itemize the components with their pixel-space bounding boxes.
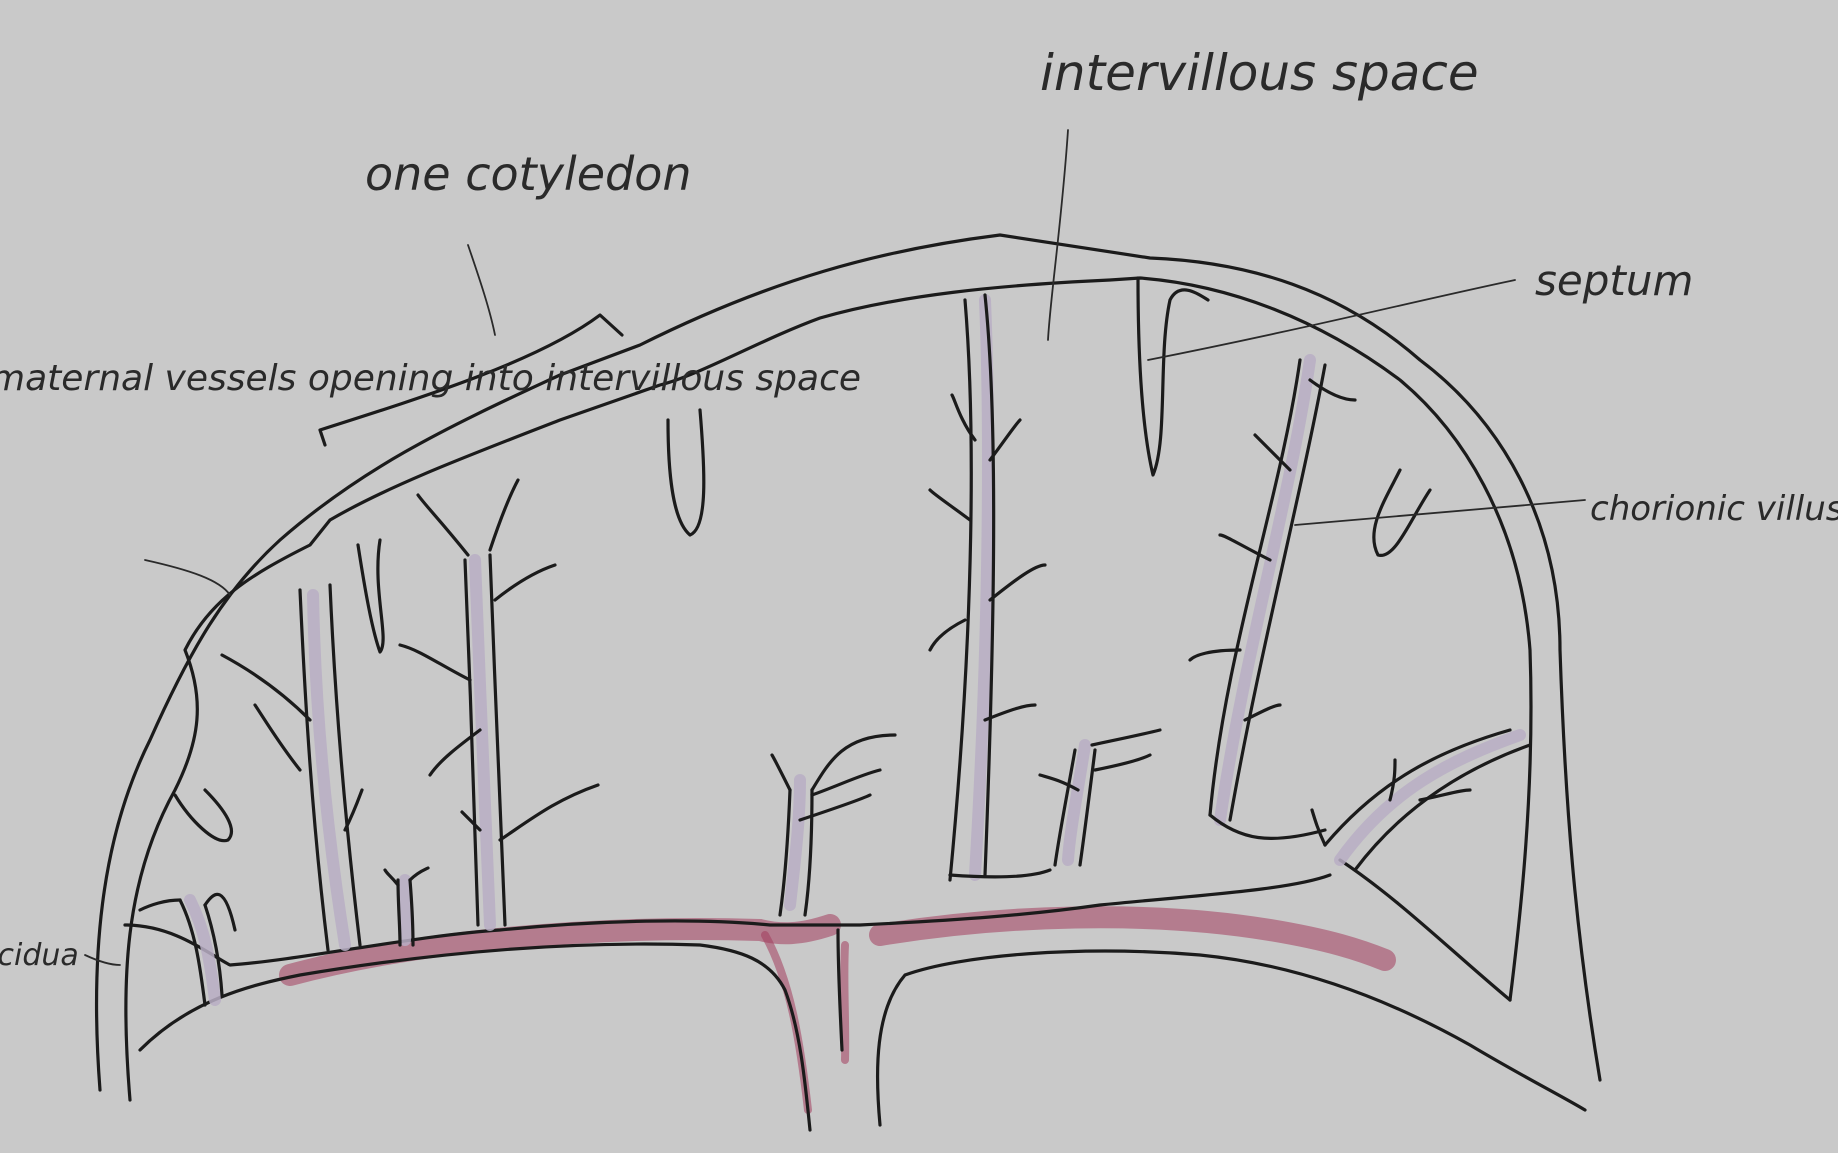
villus-tree — [1312, 730, 1530, 870]
intervillous-space-pointer — [1048, 130, 1068, 340]
svg-text:maternal vessels opening into: maternal vessels opening into intervillo… — [0, 358, 861, 399]
maternal-vessels-pointer — [145, 560, 230, 595]
chorionic-villi — [140, 295, 1530, 1005]
septum-pointer — [1148, 280, 1515, 360]
septum-3 — [1138, 278, 1208, 475]
septum-1 — [358, 540, 383, 652]
villus-tree — [140, 894, 235, 1005]
chorionic-villus-label: chorionic villus — [1590, 489, 1838, 529]
intervillous-space-label: intervillous space — [1040, 44, 1479, 102]
one-cotyledon-label: one cotyledon — [365, 147, 692, 201]
septum-5 — [175, 790, 231, 841]
chorionic-villus-pointer — [1295, 500, 1585, 525]
one-cotyledon-pointer — [468, 245, 495, 335]
septum-4 — [1374, 470, 1430, 555]
villus-tree — [1190, 360, 1355, 838]
decidua-label: decidua — [0, 938, 79, 973]
villus-tree — [930, 295, 1050, 880]
villus-tree — [385, 868, 428, 945]
labels: intervillous space one cotyledon septum … — [0, 44, 1838, 973]
villus-tree — [772, 735, 895, 915]
villus-tree — [400, 480, 598, 925]
villus-tree — [1040, 730, 1160, 865]
septum-2 — [668, 410, 704, 535]
villus-tree — [222, 585, 362, 950]
septum-label: septum — [1535, 256, 1693, 305]
maternal-vessels-label: maternal vessels opening into intervillo… — [0, 358, 861, 399]
decidua-pointer — [85, 955, 120, 965]
